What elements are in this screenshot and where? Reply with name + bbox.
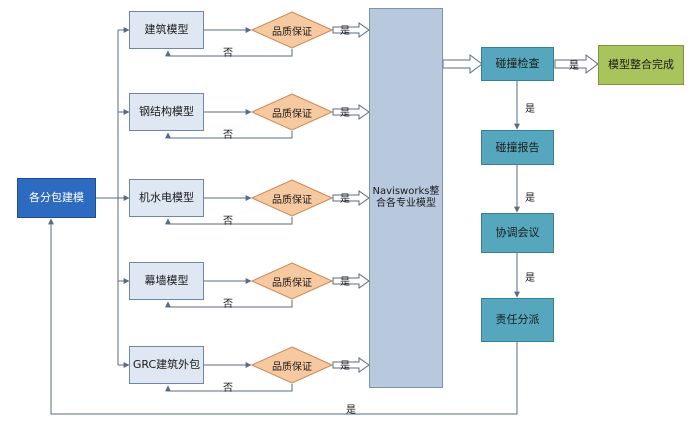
no-loop-1: [165, 49, 293, 57]
coordination-meeting-label: 协调会议: [495, 226, 540, 240]
quality-check-3: 品质保证: [250, 179, 334, 217]
integrate-to-check-arrow: [442, 54, 483, 74]
yes-label-return: 是: [346, 405, 356, 416]
yes-label-meeting: 是: [525, 193, 535, 204]
model-box-4: 幕墙模型: [129, 262, 204, 300]
quality-check-label-5: 品质保证: [272, 361, 312, 373]
coordination-meeting-box: 协调会议: [481, 213, 554, 253]
clash-report-label: 碰撞报告: [495, 140, 540, 154]
quality-check-label-3: 品质保证: [272, 194, 312, 206]
integration-label: Navisworks整合各专业模型: [372, 185, 440, 210]
quality-check-label-1: 品质保证: [272, 26, 312, 38]
clash-report-box: 碰撞报告: [481, 130, 554, 165]
integration-box: Navisworks整合各专业模型: [369, 8, 443, 388]
yes-arrow-3: [332, 190, 370, 206]
responsibility-box: 责任分派: [481, 298, 554, 342]
quality-check-2: 品质保证: [250, 93, 334, 131]
model-box-1: 建筑模型: [129, 11, 204, 49]
yes-arrow-4: [332, 273, 370, 289]
yes-label-4: 是: [340, 277, 350, 288]
no-label-5: 否: [223, 383, 233, 394]
no-loop-4: [165, 300, 293, 308]
yes-label-3: 是: [340, 194, 350, 205]
model-label-2: 钢结构模型: [139, 105, 194, 119]
model-box-3: 机水电模型: [129, 179, 204, 217]
quality-check-label-4: 品质保证: [272, 277, 312, 289]
no-loop-3: [165, 217, 293, 225]
quality-check-1: 品质保证: [250, 11, 334, 49]
model-box-5: GRC建筑外包: [129, 346, 204, 384]
clash-check-box: 碰撞检查: [481, 47, 554, 81]
no-label-4: 否: [223, 299, 233, 310]
model-label-1: 建筑模型: [144, 23, 189, 37]
yes-label-1: 是: [340, 26, 350, 37]
return-loop: [48, 218, 518, 415]
quality-check-label-2: 品质保证: [272, 108, 312, 120]
responsibility-label: 责任分派: [495, 313, 540, 327]
model-label-4: 幕墙模型: [144, 274, 189, 288]
clash-check-label: 碰撞检查: [495, 57, 540, 71]
yes-arrow-1: [332, 22, 370, 38]
model-label-3: 机水电模型: [139, 191, 194, 205]
yes-label-complete: 是: [569, 61, 579, 72]
yes-label-assign: 是: [525, 273, 535, 284]
no-loop-2: [165, 131, 293, 139]
start-box: 各分包建模: [17, 178, 96, 218]
model-box-2: 钢结构模型: [129, 93, 204, 131]
complete-label: 模型整合完成: [608, 58, 674, 72]
yes-label-5: 是: [340, 361, 350, 372]
model-label-5: GRC建筑外包: [132, 358, 201, 372]
complete-box: 模型整合完成: [598, 45, 684, 85]
quality-check-4: 品质保证: [250, 262, 334, 300]
check-to-complete-arrow: [554, 54, 599, 74]
no-label-2: 否: [223, 130, 233, 141]
yes-arrow-5: [332, 357, 370, 373]
yes-arrow-2: [332, 104, 370, 120]
quality-check-5: 品质保证: [250, 346, 334, 384]
no-loop-5: [165, 384, 293, 392]
yes-label-report: 是: [525, 104, 535, 115]
yes-label-2: 是: [340, 108, 350, 119]
no-label-1: 否: [223, 48, 233, 59]
no-label-3: 否: [223, 216, 233, 227]
start-label: 各分包建模: [29, 191, 84, 205]
